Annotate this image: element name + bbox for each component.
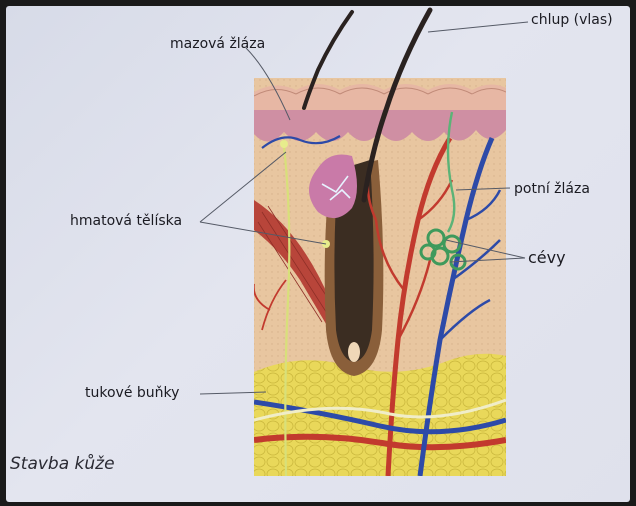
leader-hair <box>428 22 528 32</box>
caption: Stavba kůže <box>10 454 115 474</box>
label-fat-cells: tukové buňky <box>85 385 179 401</box>
label-touch-corpuscles: hmatová tělíska <box>70 213 182 229</box>
label-vessels: cévy <box>528 250 566 266</box>
label-hair: chlup (vlas) <box>531 12 613 28</box>
label-sebaceous-gland: mazová žláza <box>170 36 265 52</box>
touch-corpuscle-1 <box>280 140 288 148</box>
label-sweat-gland: potní žláza <box>514 181 590 197</box>
